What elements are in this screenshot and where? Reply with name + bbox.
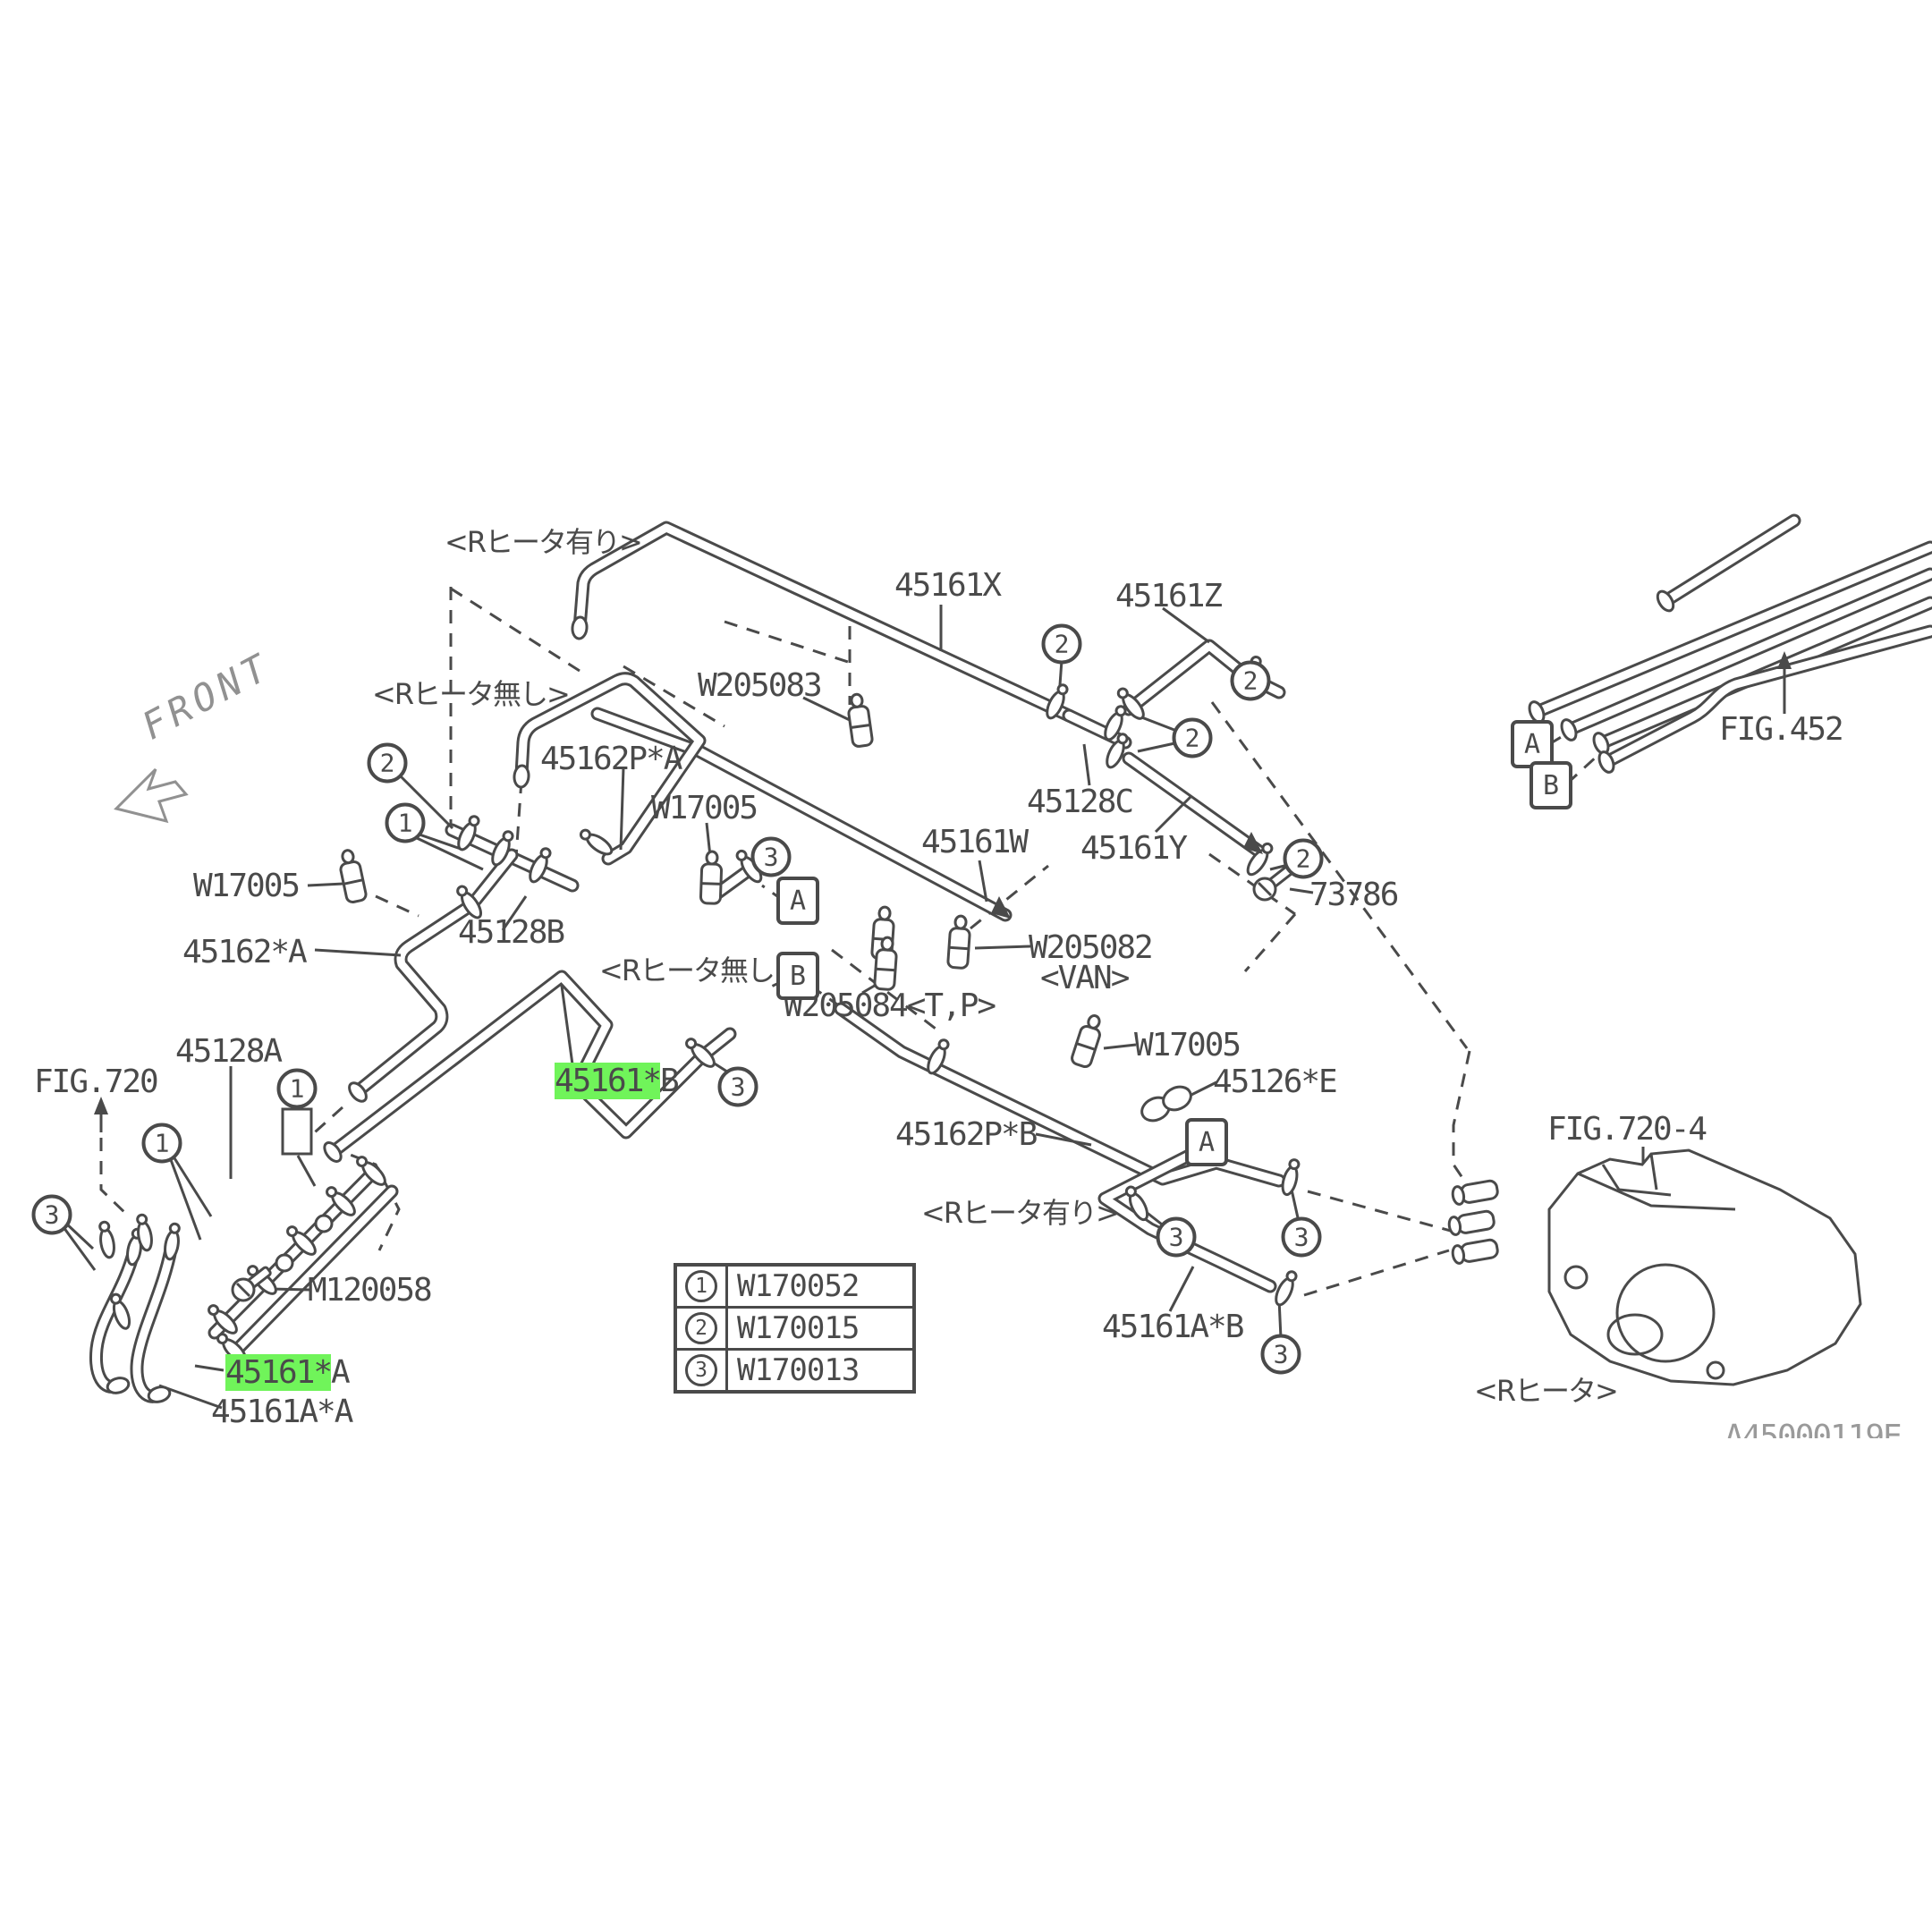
callout-1-lowerleft: 1	[141, 1123, 182, 1164]
part-label-45162A: 45162*A	[182, 934, 308, 970]
fig452-arrow	[1777, 651, 1792, 669]
figure-ref-452: FIG.452	[1719, 711, 1844, 748]
connector-box-B-topright: B	[1530, 761, 1572, 809]
legend-code: W170015	[737, 1310, 860, 1346]
part-label-W205083: W205083	[698, 667, 823, 704]
connector-box-A-center: A	[776, 877, 819, 925]
callout-2-45161z: 2	[1230, 660, 1271, 701]
part-label-45128B: 45128B	[458, 914, 565, 951]
hose-45161A	[89, 1243, 141, 1394]
callout-2-left: 2	[367, 742, 408, 784]
part-label-45162PB: 45162P*B	[895, 1116, 1038, 1153]
part-label-W205082: W205082	[1029, 929, 1154, 966]
pipe-45128C-elbow	[1062, 708, 1132, 750]
callout-3-farleft: 3	[31, 1194, 72, 1235]
connector-box-B-center: B	[776, 952, 819, 1000]
hose-45162A	[351, 898, 479, 1098]
callout-3-right3: 3	[1260, 1334, 1301, 1375]
part-label-45161X: 45161X	[894, 567, 1002, 604]
pipe-45161X	[572, 521, 1076, 723]
pipe-end-arrow-45161W	[991, 896, 1011, 919]
part-label-45161AB: 45161A*B	[1102, 1309, 1244, 1345]
callout-3-center-bottom: 3	[717, 1066, 758, 1107]
fig452-tube-2	[1562, 567, 1932, 737]
part-label-45162PA: 45162P*A	[540, 741, 682, 777]
figure-ref-720-4: FIG.720-4	[1547, 1111, 1707, 1148]
dashed-construction-lines	[99, 587, 1601, 1297]
front-arrow-icon	[114, 767, 189, 824]
part-label-45128C: 45128C	[1027, 784, 1134, 820]
fig452-tube-short	[1658, 513, 1801, 608]
connector-box-A-right: A	[1185, 1118, 1228, 1166]
part-label-W17005-center: W17005	[651, 790, 758, 826]
part-label-45161B-highlighted: 45161*B	[555, 1063, 680, 1099]
callout-1-45128a: 1	[276, 1068, 318, 1109]
part-label-45161W: 45161W	[921, 824, 1029, 860]
callout-2-top: 2	[1041, 623, 1082, 665]
part-label-45161A-highlighted: 45161*A	[225, 1354, 351, 1391]
variant-label-van: <VAN>	[1040, 960, 1130, 996]
rear-heater-unit	[1447, 1148, 1862, 1386]
pipe-45128B	[445, 823, 580, 893]
hose-and-pipe-runs	[89, 513, 1932, 1403]
variant-label-r-heater: <Rヒータ>	[1474, 1374, 1619, 1408]
variant-label-r-heater-without-center: <Rヒータ無し>	[599, 953, 798, 987]
variant-label-r-heater-with-top: <Rヒータ有り>	[445, 525, 643, 559]
callout-3-right2: 3	[1281, 1216, 1322, 1258]
callout-3-center: 3	[750, 836, 792, 877]
callout-1-left: 1	[385, 802, 426, 843]
variant-label-r-heater-with-right: <Rヒータ有り>	[921, 1196, 1120, 1230]
variant-label-r-heater-without-top: <Rヒータ無し>	[372, 677, 571, 711]
callout-2-73786: 2	[1283, 838, 1324, 879]
figure-ref-720: FIG.720	[34, 1063, 159, 1100]
pipe-end-arrow-45161Y	[1243, 832, 1263, 854]
callout-3-right1: 3	[1156, 1216, 1197, 1258]
part-label-M120058: M120058	[308, 1272, 433, 1309]
fig452-tube-1	[1530, 540, 1932, 719]
pipe-45128B-branch	[469, 848, 519, 907]
part-label-73786: 73786	[1309, 877, 1399, 913]
part-label-W17005-right: W17005	[1134, 1027, 1241, 1063]
part-label-45161AA: 45161A*A	[211, 1394, 353, 1430]
hose-45161AA	[130, 1238, 179, 1403]
part-label-45128A: 45128A	[175, 1033, 283, 1070]
part-label-W17005-left: W17005	[193, 868, 301, 904]
callout-2-junction: 2	[1172, 717, 1213, 758]
front-label: FRONT	[134, 643, 279, 749]
part-label-45126E: 45126*E	[1213, 1063, 1338, 1100]
drawing-code-label: A45000119E	[1724, 1420, 1901, 1438]
legend-code: W170013	[737, 1352, 860, 1388]
part-label-45161Y: 45161Y	[1080, 830, 1188, 867]
assembly-tube-1	[208, 1165, 381, 1340]
part-label-45161Z: 45161Z	[1115, 578, 1223, 614]
legend-code: W170052	[737, 1268, 860, 1304]
